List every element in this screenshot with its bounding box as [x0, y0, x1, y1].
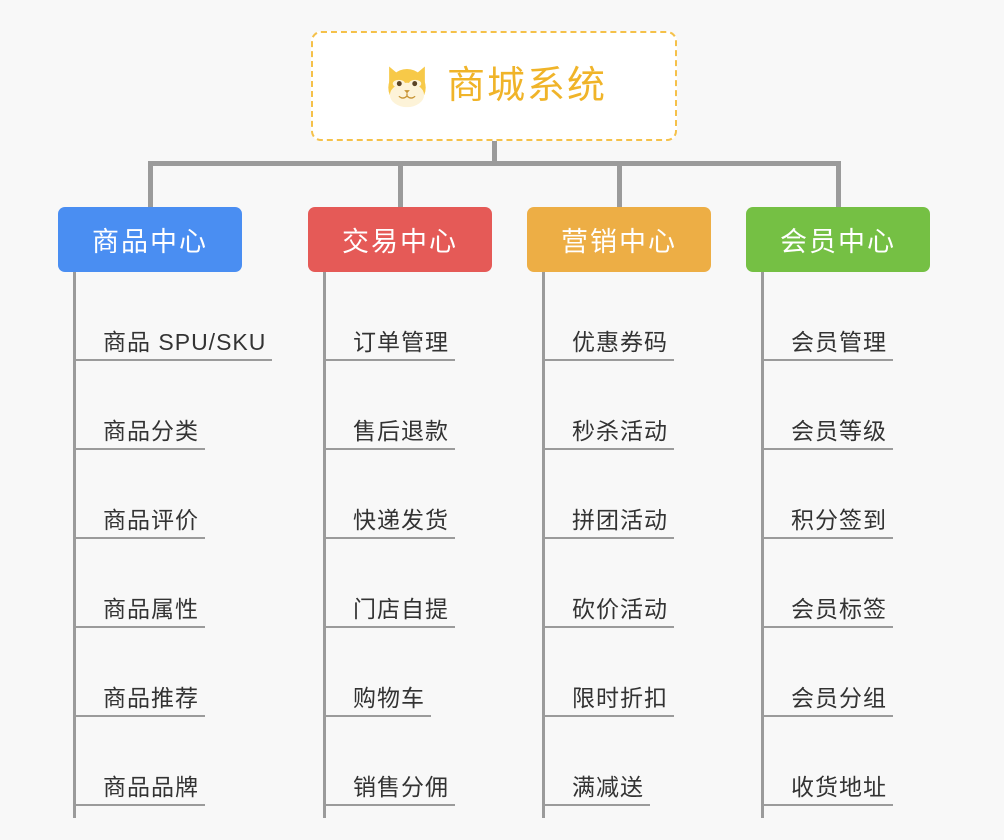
leaf-label: 砍价活动: [542, 596, 674, 628]
root-node-shop-system[interactable]: 商城系统: [311, 31, 677, 141]
leaf-label: 拼团活动: [542, 507, 674, 539]
leaf-label: 销售分佣: [323, 774, 455, 806]
branch-label: 营销中心: [561, 227, 677, 257]
leaf-label: 限时折扣: [542, 685, 674, 717]
branch-spine: [323, 272, 326, 818]
leaf-item[interactable]: 限时折扣: [527, 628, 747, 717]
leaf-item[interactable]: 销售分佣: [308, 717, 548, 806]
root-title: 商城系统: [446, 65, 607, 107]
leaf-item[interactable]: 商品分类: [58, 361, 298, 450]
leaf-item[interactable]: 门店自提: [308, 539, 548, 628]
connector-drop-marketing-center: [617, 161, 622, 209]
leaf-list-product-center: 商品 SPU/SKU 商品分类 商品评价 商品属性 商品推荐 商品品牌: [58, 272, 298, 806]
branch-trade-center: 交易中心 订单管理 售后退款 快递发货 门店自提 购物车 销售分佣: [308, 207, 548, 818]
connector-root-stem: [492, 141, 497, 165]
branch-label: 交易中心: [342, 227, 458, 257]
branch-spine: [542, 272, 545, 818]
leaf-item[interactable]: 砍价活动: [527, 539, 747, 628]
leaf-label: 会员管理: [761, 329, 893, 361]
branch-member-center: 会员中心 会员管理 会员等级 积分签到 会员标签 会员分组 收货地址: [746, 207, 966, 818]
leaf-label: 订单管理: [323, 329, 455, 361]
leaf-label: 商品 SPU/SKU: [73, 329, 273, 361]
leaf-item[interactable]: 会员分组: [746, 628, 966, 717]
connector-horizontal-bus: [148, 161, 841, 166]
leaf-label: 优惠券码: [542, 329, 674, 361]
leaf-item[interactable]: 商品评价: [58, 450, 298, 539]
leaf-item[interactable]: 商品 SPU/SKU: [58, 272, 298, 361]
leaf-item[interactable]: 满减送: [527, 717, 747, 806]
leaf-item[interactable]: 积分签到: [746, 450, 966, 539]
leaf-label: 满减送: [542, 774, 650, 806]
leaf-item[interactable]: 秒杀活动: [527, 361, 747, 450]
leaf-label: 收货地址: [761, 774, 893, 806]
leaf-label: 售后退款: [323, 418, 455, 450]
branch-product-center: 商品中心 商品 SPU/SKU 商品分类 商品评价 商品属性 商品推荐 商品品牌: [58, 207, 298, 818]
connector-drop-member-center: [836, 161, 841, 209]
leaf-list-member-center: 会员管理 会员等级 积分签到 会员标签 会员分组 收货地址: [746, 272, 966, 806]
leaf-item[interactable]: 快递发货: [308, 450, 548, 539]
leaf-label: 快递发货: [323, 507, 455, 539]
leaf-item[interactable]: 售后退款: [308, 361, 548, 450]
leaf-label: 商品品牌: [73, 774, 205, 806]
connector-drop-product-center: [148, 161, 153, 209]
leaf-label: 会员分组: [761, 685, 893, 717]
leaf-item[interactable]: 拼团活动: [527, 450, 747, 539]
leaf-item[interactable]: 商品推荐: [58, 628, 298, 717]
branch-spine: [761, 272, 764, 818]
leaf-item[interactable]: 收货地址: [746, 717, 966, 806]
leaf-item[interactable]: 商品品牌: [58, 717, 298, 806]
branch-header-product-center[interactable]: 商品中心: [58, 207, 242, 272]
leaf-label: 商品推荐: [73, 685, 205, 717]
leaf-label: 积分签到: [761, 507, 893, 539]
leaf-item[interactable]: 会员标签: [746, 539, 966, 628]
leaf-item[interactable]: 订单管理: [308, 272, 548, 361]
leaf-item[interactable]: 优惠券码: [527, 272, 747, 361]
branch-header-marketing-center[interactable]: 营销中心: [527, 207, 711, 272]
connector-drop-trade-center: [398, 161, 403, 209]
leaf-label: 会员等级: [761, 418, 893, 450]
branch-label: 商品中心: [92, 227, 208, 257]
leaf-label: 秒杀活动: [542, 418, 674, 450]
leaf-label: 商品分类: [73, 418, 205, 450]
leaf-item[interactable]: 会员等级: [746, 361, 966, 450]
leaf-label: 购物车: [323, 685, 431, 717]
leaf-item[interactable]: 会员管理: [746, 272, 966, 361]
branch-marketing-center: 营销中心 优惠券码 秒杀活动 拼团活动 砍价活动 限时折扣 满减送: [527, 207, 747, 818]
leaf-item[interactable]: 商品属性: [58, 539, 298, 628]
leaf-label: 商品属性: [73, 596, 205, 628]
leaf-list-marketing-center: 优惠券码 秒杀活动 拼团活动 砍价活动 限时折扣 满减送: [527, 272, 747, 806]
shiba-dog-icon: [388, 66, 426, 108]
leaf-label: 门店自提: [323, 596, 455, 628]
branch-spine: [73, 272, 76, 818]
branch-header-trade-center[interactable]: 交易中心: [308, 207, 492, 272]
leaf-label: 商品评价: [73, 507, 205, 539]
branch-header-member-center[interactable]: 会员中心: [746, 207, 930, 272]
leaf-label: 会员标签: [761, 596, 893, 628]
leaf-list-trade-center: 订单管理 售后退款 快递发货 门店自提 购物车 销售分佣: [308, 272, 548, 806]
leaf-item[interactable]: 购物车: [308, 628, 548, 717]
branch-label: 会员中心: [780, 227, 896, 257]
